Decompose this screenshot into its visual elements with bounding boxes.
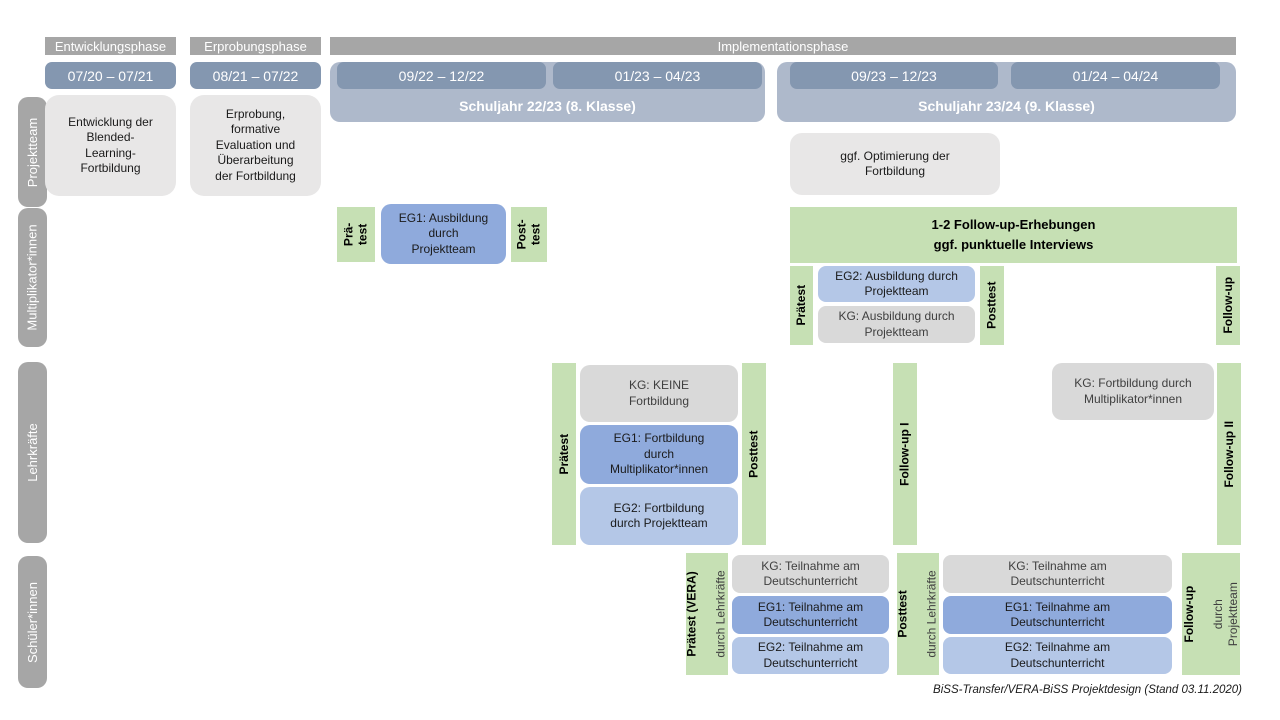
date-bar-07-20: 07/20 – 07/21 (45, 62, 176, 89)
phase-bar-implementationsphase: Implementationsphase (330, 37, 1236, 55)
posttest-schueler-title: Posttest (896, 590, 911, 638)
bar-followup-multiplikatoren: Follow-up (1216, 266, 1240, 345)
box-kg-fortbildung-multiplikatoren: KG: Fortbildung durch Multiplikator*inne… (1052, 363, 1214, 420)
box-eg1-fortbildung-multiplikatoren: EG1: Fortbildung durch Multiplikator*inn… (580, 425, 738, 484)
row-label-multiplikatorinnen: Multiplikator*innen (18, 208, 47, 347)
bar-followup-schueler-text: Follow-up durch Projektteam (1168, 582, 1254, 646)
box-eg1-teilnahme-2: EG1: Teilnahme am Deutschunterricht (943, 596, 1172, 634)
bar-praetest-lehrkraefte: Prätest (552, 363, 576, 545)
bar-followup-schueler: Follow-up durch Projektteam (1182, 553, 1240, 675)
box-eg1-teilnahme-1: EG1: Teilnahme am Deutschunterricht (732, 596, 889, 634)
bar-praetest-lehrkraefte-text: Prätest (556, 433, 571, 475)
box-followup-erhebungen: 1-2 Follow-up-Erhebungen ggf. punktuelle… (790, 207, 1237, 263)
row-label-schuelerinnen: Schüler*innen (18, 556, 47, 688)
praetest-vera-title: Prätest (VERA) (685, 571, 700, 657)
box-erprobung-evaluation: Erprobung, formative Evaluation und Über… (190, 95, 321, 196)
bar-praetest2-multiplikatoren-text: Prätest (794, 285, 809, 326)
box-kg-keine-fortbildung: KG: KEINE Fortbildung (580, 365, 738, 422)
bar-posttest-multiplikatoren-text: Post- test (514, 219, 543, 250)
row-label-lehrkraefte-text: Lehrkräfte (25, 423, 41, 482)
box-optimierung-fortbildung: ggf. Optimierung der Fortbildung (790, 133, 1000, 195)
bar-posttest2-multiplikatoren-text: Posttest (984, 281, 999, 330)
bar-followup-2-lehrkraefte: Follow-up II (1217, 363, 1241, 545)
box-eg1-ausbildung-projektteam: EG1: Ausbildung durch Projektteam (381, 204, 506, 264)
box-eg2-fortbildung-projektteam: EG2: Fortbildung durch Projektteam (580, 487, 738, 545)
bar-praetest-multiplikatoren-text: Prä- test (341, 222, 370, 247)
bar-praetest-multiplikatoren: Prä- test (337, 207, 375, 262)
bar-posttest-lehrkraefte-text: Posttest (746, 430, 761, 478)
bar-praetest2-multiplikatoren: Prätest (790, 266, 813, 345)
bar-praetest-vera-schueler: Prätest (VERA) durch Lehrkräfte (685, 553, 729, 675)
bar-followup-2-lehrkraefte-text: Follow-up II (1221, 420, 1236, 488)
bar-posttest-multiplikatoren: Post- test (511, 207, 547, 262)
box-kg-ausbildung-projektteam: KG: Ausbildung durch Projektteam (818, 306, 975, 343)
date-bar-09-23: 09/23 – 12/23 (790, 62, 998, 89)
bar-followup-1-lehrkraefte-text: Follow-up I (897, 422, 912, 486)
row-label-schuelerinnen-text: Schüler*innen (25, 581, 41, 663)
diagram-caption: BiSS-Transfer/VERA-BiSS Projektdesign (S… (933, 684, 1242, 696)
box-entwicklung-fortbildung: Entwicklung der Blended- Learning- Fortb… (45, 95, 176, 196)
phase-bar-entwicklungsphase: Entwicklungsphase (45, 37, 176, 55)
bar-posttest-lehrkraefte: Posttest (742, 363, 766, 545)
box-kg-teilnahme-2: KG: Teilnahme am Deutschunterricht (943, 555, 1172, 593)
bar-posttest2-multiplikatoren: Posttest (980, 266, 1004, 345)
row-label-lehrkraefte: Lehrkräfte (18, 362, 47, 543)
date-bar-08-21: 08/21 – 07/22 (190, 62, 321, 89)
followup-schueler-title: Follow-up (1182, 585, 1197, 643)
date-bar-01-24: 01/24 – 04/24 (1011, 62, 1220, 89)
followup-schueler-subtitle: durch Projektteam (1211, 581, 1240, 647)
date-bar-09-22: 09/22 – 12/22 (337, 62, 546, 89)
date-bar-01-23: 01/23 – 04/23 (553, 62, 762, 89)
praetest-vera-subtitle: durch Lehrkräfte (714, 570, 729, 658)
bar-posttest-schueler: Posttest durch Lehrkräfte (896, 553, 940, 675)
box-eg2-ausbildung-projektteam: EG2: Ausbildung durch Projektteam (818, 266, 975, 302)
bar-followup-1-lehrkraefte: Follow-up I (893, 363, 917, 545)
row-label-projektteam-text: Projektteam (25, 117, 40, 187)
row-label-projektteam: Projektteam (18, 97, 47, 207)
phase-bar-erprobungsphase: Erprobungsphase (190, 37, 321, 55)
row-label-multiplikatorinnen-text: Multiplikator*innen (25, 224, 41, 331)
box-kg-teilnahme-1: KG: Teilnahme am Deutschunterricht (732, 555, 889, 593)
box-eg2-teilnahme-1: EG2: Teilnahme am Deutschunterricht (732, 637, 889, 674)
posttest-schueler-subtitle: durch Lehrkräfte (925, 570, 940, 658)
box-eg2-teilnahme-2: EG2: Teilnahme am Deutschunterricht (943, 637, 1172, 674)
bar-followup-multiplikatoren-text: Follow-up (1220, 277, 1235, 334)
